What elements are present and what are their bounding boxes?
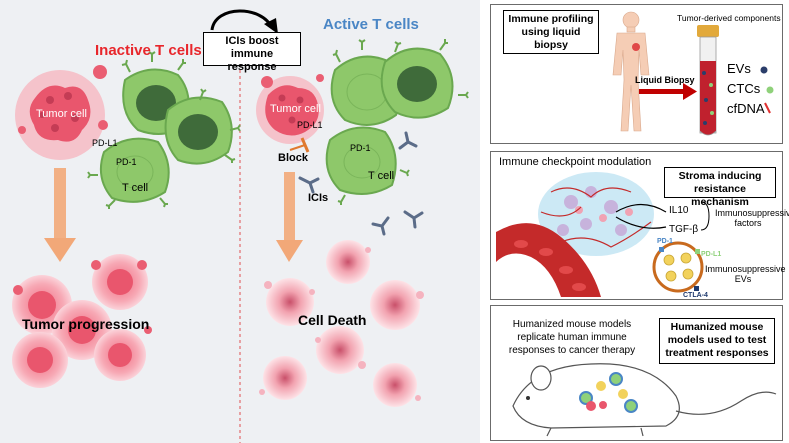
pd-l1-label-left: PD-L1 <box>92 138 118 148</box>
tcell-left-3 <box>99 137 170 203</box>
ctcs-label: CTCs <box>727 81 761 96</box>
blood-tube-icon <box>697 25 719 136</box>
tcell-receptors-right <box>332 39 469 205</box>
t-cell-label-right: T cell <box>368 170 395 182</box>
pd-l1-label-right: PD-L1 <box>297 120 323 130</box>
tgfb-label: TGF-β <box>669 224 699 235</box>
mouse-illustration <box>512 363 777 437</box>
block-label: Block <box>278 152 308 164</box>
death-arrow-shaft <box>284 172 295 242</box>
icis-boost-box: ICIs boost immune response <box>203 32 301 73</box>
cycle-arrow <box>210 9 274 31</box>
dead-cells <box>259 240 424 407</box>
tumor-cell-right <box>256 74 324 144</box>
pdl1-ev-label: PD-L1 <box>701 251 722 258</box>
liquid-biopsy-panel: Immune profiling using liquid biopsy Tum… <box>490 4 783 144</box>
tumor-spot-icon <box>632 43 640 51</box>
liquid-biopsy-title-box: Immune profiling using liquid biopsy <box>503 10 599 54</box>
mouse-icon <box>512 363 777 437</box>
human-body-icon <box>612 11 650 132</box>
tumor-progression-label: Tumor progression <box>22 316 150 332</box>
icis-label: ICIs <box>308 192 329 204</box>
pd1-label-left: PD-1 <box>116 157 137 167</box>
stroma-cloud <box>538 172 654 256</box>
antibodies <box>298 131 424 236</box>
liquid-biopsy-arrow <box>639 89 684 94</box>
ev-dot-icon <box>760 66 768 74</box>
checkpoint-heading: Immune checkpoint modulation <box>499 156 652 168</box>
tumor-cluster <box>12 254 152 388</box>
pd1-ev-label: PD-1 <box>657 238 673 245</box>
checkpoint-panel: Immune checkpoint modulation Stroma indu… <box>490 151 789 300</box>
immunosuppressive-factors-label: Immunosuppressive factors <box>715 208 789 228</box>
tcell-right-2 <box>380 47 454 119</box>
ctla4-ev-label: CTLA-4 <box>683 292 708 299</box>
mouse-description: Humanized mouse models replicate human i… <box>508 319 636 356</box>
tumor-derived-label: Tumor-derived components <box>677 13 781 23</box>
il10-label: IL10 <box>669 205 689 216</box>
liquid-biopsy-illustration <box>612 11 774 136</box>
tcell-right-3 <box>325 126 397 195</box>
pd1-label-right: PD-1 <box>350 143 371 153</box>
t-cell-label-left: T cell <box>122 182 149 194</box>
block-line <box>289 144 306 151</box>
evs-label: EVs <box>727 61 751 76</box>
mouse-title-box: Humanized mouse models used to test trea… <box>659 318 775 364</box>
cell-death-label: Cell Death <box>298 312 367 328</box>
inactive-title: Inactive T cells <box>95 42 202 59</box>
stroma-illustration <box>496 172 710 297</box>
ev-vesicle-icon <box>652 241 704 293</box>
tumor-cell-label-left: Tumor cell <box>36 108 87 120</box>
cfdna-label: cfDNA <box>727 101 765 116</box>
progress-arrow-shaft <box>54 168 66 240</box>
tcell-receptors-left <box>87 51 241 209</box>
progress-arrow-head <box>44 238 76 262</box>
active-title: Active T cells <box>323 16 419 33</box>
tumor-cell-label-right: Tumor cell <box>270 103 321 115</box>
immunotherapy-mechanism-panel: Inactive T cells Active T cells ICIs boo… <box>0 0 480 443</box>
mouse-model-panel: Humanized mouse models replicate human i… <box>490 305 783 441</box>
immunosuppressive-evs-label: Immunosuppressive EVs <box>705 264 786 284</box>
tumor-cell-left <box>15 65 108 160</box>
mouse-cells <box>579 372 638 413</box>
left-illustration <box>12 9 469 443</box>
stroma-title-box: Stroma inducing resistance mechanism <box>664 167 776 208</box>
liquid-biopsy-arrow-label: Liquid Biopsy <box>635 75 695 85</box>
ctc-dot-icon <box>766 86 774 94</box>
tcell-left-2 <box>164 96 233 165</box>
death-arrow-head <box>276 240 303 262</box>
cfdna-mark-icon <box>764 102 771 114</box>
